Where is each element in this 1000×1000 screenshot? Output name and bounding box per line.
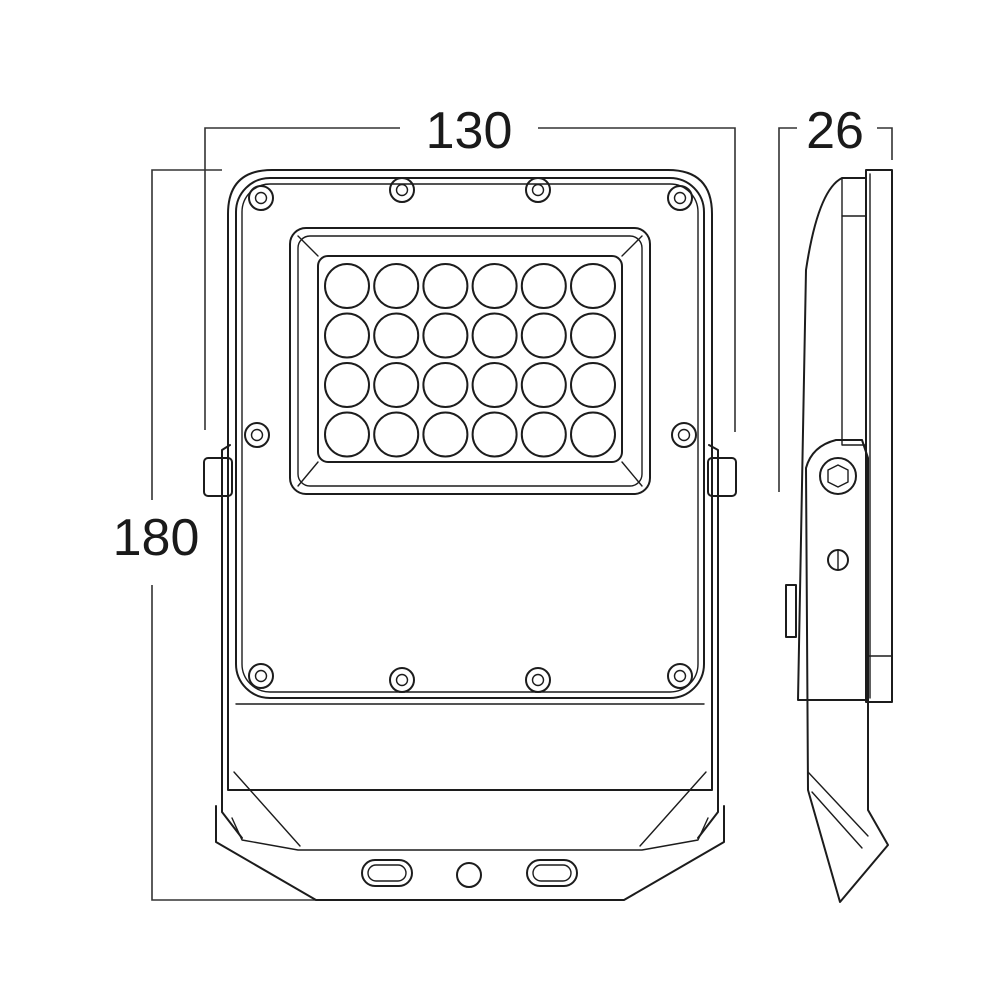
led-4-3	[422, 411, 469, 458]
housing	[227, 169, 713, 791]
screw-8	[389, 667, 415, 693]
led-3-3	[422, 362, 469, 408]
screw-9	[525, 667, 551, 693]
bracket-slot-right	[526, 859, 578, 887]
led-grid	[324, 263, 616, 458]
screw-2	[389, 177, 415, 203]
dimension-height: 180	[113, 169, 318, 901]
led-1-4	[471, 263, 518, 309]
mounting-bracket	[203, 444, 737, 901]
screw-4	[667, 185, 693, 211]
screw-5	[244, 422, 270, 448]
dimension-width: 130	[204, 102, 736, 432]
screw-3	[525, 177, 551, 203]
dimension-depth: 26	[778, 102, 893, 492]
led-module-frame	[289, 227, 651, 495]
led-2-6	[570, 312, 616, 359]
led-4-1	[324, 411, 370, 458]
led-1-6	[570, 263, 616, 309]
pivot-knob-right	[707, 457, 737, 497]
side-housing	[797, 169, 893, 703]
screw-1	[248, 185, 274, 211]
led-2-4	[471, 312, 518, 359]
front-view	[203, 169, 737, 901]
led-4-5	[520, 411, 567, 458]
led-1-5	[520, 263, 567, 309]
pivot-knob-left	[203, 457, 233, 497]
side-lens-plate	[865, 169, 893, 703]
led-3-4	[471, 362, 518, 408]
side-adjust-screw	[827, 549, 849, 571]
screws	[244, 177, 697, 693]
screw-6	[671, 422, 697, 448]
bracket-hole-center	[456, 862, 482, 888]
led-1-1	[324, 263, 370, 309]
screw-7	[248, 663, 274, 689]
led-3-1	[324, 362, 370, 408]
side-pivot-bolt	[819, 457, 857, 495]
led-3-2	[373, 362, 420, 408]
led-2-1	[324, 312, 370, 359]
led-3-6	[570, 362, 616, 408]
dimension-depth-label: 26	[806, 102, 864, 160]
side-clip	[785, 584, 797, 638]
side-bracket	[785, 439, 889, 903]
led-1-3	[422, 263, 469, 309]
bracket-slot-left	[361, 859, 413, 887]
led-2-2	[373, 312, 420, 359]
led-1-2	[373, 263, 420, 309]
led-4-6	[570, 411, 616, 458]
side-view	[785, 169, 893, 903]
led-2-5	[520, 312, 567, 359]
led-4-4	[471, 411, 518, 458]
led-3-5	[520, 362, 567, 408]
dimension-width-label: 130	[426, 102, 513, 160]
screw-10	[667, 663, 693, 689]
dimension-height-label: 180	[113, 509, 200, 567]
led-4-2	[373, 411, 420, 458]
led-2-3	[422, 312, 469, 359]
